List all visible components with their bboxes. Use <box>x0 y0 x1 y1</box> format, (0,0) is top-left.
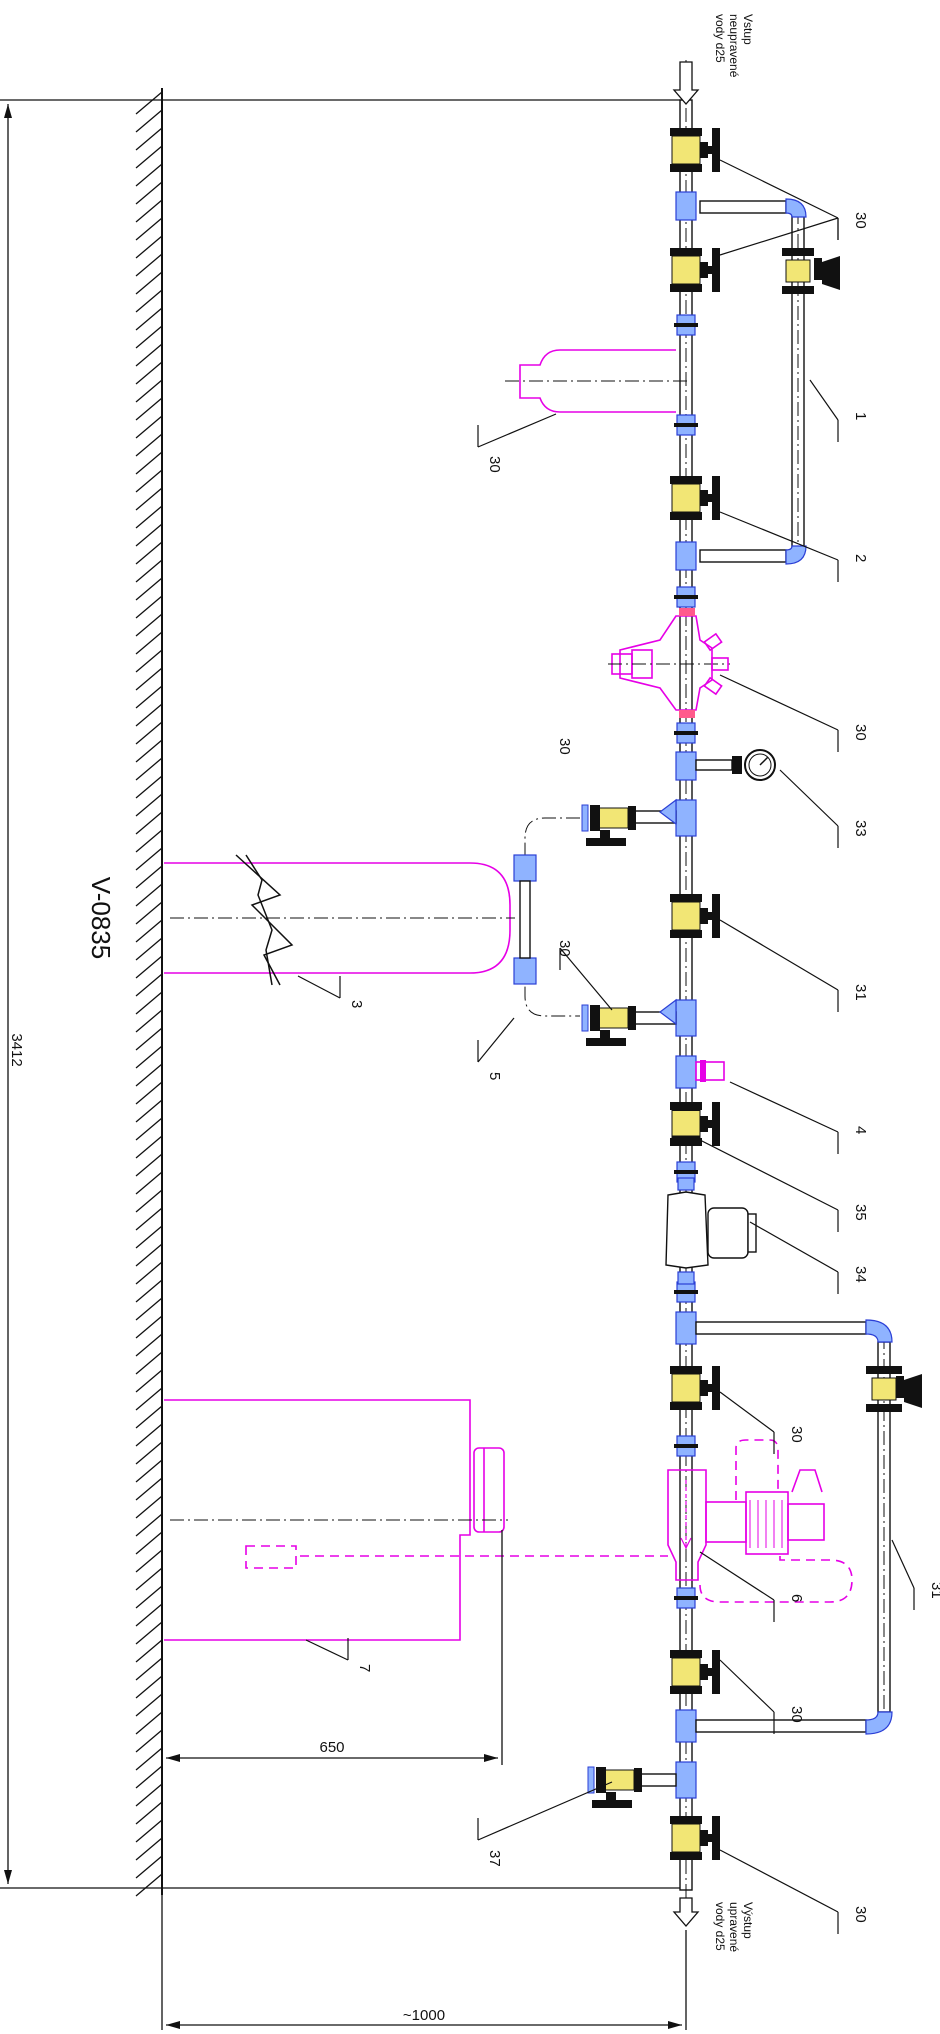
pump-6 <box>245 1439 853 1603</box>
fitting-4 <box>675 1055 725 1089</box>
position-number: 34 <box>852 1266 869 1283</box>
outlet-label: Výstup upravené vody d25 <box>713 1902 755 1952</box>
ball-valve <box>670 128 720 172</box>
pipe-union <box>674 722 698 744</box>
position-number: 33 <box>852 820 869 837</box>
position-number: 7 <box>356 1664 373 1672</box>
dim-height-total: 3412 <box>8 1033 25 1066</box>
leader-line <box>477 1781 613 1841</box>
filter-vessel <box>505 349 690 413</box>
position-number: 3 <box>348 1000 365 1008</box>
main-pipe <box>679 60 693 1900</box>
tank-7 <box>164 1399 508 1641</box>
leader-line <box>305 1639 349 1661</box>
inlet-label-line-2: neupravené <box>727 14 741 78</box>
leader-line <box>719 217 839 256</box>
multiport-fitting <box>608 608 730 718</box>
leader-line <box>719 511 839 561</box>
leader-line <box>779 769 839 827</box>
leader-line <box>559 947 613 1011</box>
leader-line <box>891 1539 915 1589</box>
dim-offset-650: 650 <box>319 1739 344 1756</box>
position-number: 30 <box>556 940 573 957</box>
pipe-union <box>674 1281 698 1303</box>
bypass-bottom <box>675 1311 922 1743</box>
leader-line <box>809 379 839 421</box>
ball-valve <box>670 894 720 938</box>
leader-line <box>719 1849 839 1913</box>
leader-lines <box>297 159 915 1934</box>
manometer <box>675 749 776 781</box>
inlet-label: Vstup neupravené vody d25 <box>713 14 755 78</box>
tank-branch <box>513 798 697 1046</box>
leader-line <box>699 1139 839 1211</box>
leader-line <box>477 413 557 448</box>
position-number: 30 <box>852 212 869 229</box>
position-number: 2 <box>852 554 869 562</box>
inlet-label-line-1: Vstup <box>741 14 755 45</box>
inlet-label-line-3: vody d25 <box>713 14 727 63</box>
leader-line <box>719 674 839 731</box>
ball-valve <box>670 476 720 520</box>
dimensions <box>0 99 687 2030</box>
bypass-top <box>675 191 840 571</box>
position-number: 30 <box>788 1706 805 1723</box>
wall-hatching <box>135 91 163 1897</box>
leader-line <box>719 1659 775 1713</box>
pipe-union <box>674 586 698 608</box>
leader-line <box>719 919 839 991</box>
check-valve-35 <box>671 1105 701 1142</box>
outlet-label-line-3: vody d25 <box>713 1902 727 1951</box>
leader-line <box>719 159 839 219</box>
position-number: 1 <box>852 412 869 420</box>
leader-line <box>297 975 341 999</box>
position-number: 30 <box>556 738 573 755</box>
pipe-fittings <box>674 314 698 1609</box>
position-number: 37 <box>486 1850 503 1867</box>
ball-valve <box>670 1816 720 1860</box>
position-number: 4 <box>852 1126 869 1134</box>
leader-line <box>719 1391 775 1433</box>
position-number: 30 <box>486 456 503 473</box>
ball-valve <box>670 1650 720 1694</box>
leader-line <box>477 1017 515 1063</box>
inlet-arrow <box>672 61 700 105</box>
position-number: 5 <box>486 1072 503 1080</box>
tank-3 <box>164 854 515 986</box>
position-number: 31 <box>928 1582 940 1599</box>
outlet-label-line-2: upravené <box>727 1902 741 1952</box>
dim-width-approx: ~1000 <box>403 2007 445 2024</box>
ball-valve <box>670 1366 720 1410</box>
wall <box>135 88 163 1897</box>
leader-line <box>729 1081 839 1133</box>
outlet-label-line-1: Výstup <box>741 1902 755 1939</box>
drawing-id: V-0835 <box>86 877 116 959</box>
leader-line <box>749 1221 839 1273</box>
position-number: 35 <box>852 1204 869 1221</box>
ball-valve <box>670 248 720 292</box>
pipe-union <box>674 1587 698 1609</box>
position-number: 30 <box>852 1906 869 1923</box>
pipe-union <box>674 314 698 336</box>
position-number: 30 <box>852 724 869 741</box>
position-number: 30 <box>788 1426 805 1443</box>
pipe-union <box>674 1435 698 1457</box>
drain-valve-37 <box>587 1761 697 1808</box>
outlet-arrow <box>672 1897 700 1927</box>
water-meter-34 <box>665 1177 757 1285</box>
leader-line <box>699 1551 775 1601</box>
pipe-union <box>674 414 698 436</box>
position-number: 31 <box>852 984 869 1001</box>
position-number: 6 <box>788 1594 805 1602</box>
